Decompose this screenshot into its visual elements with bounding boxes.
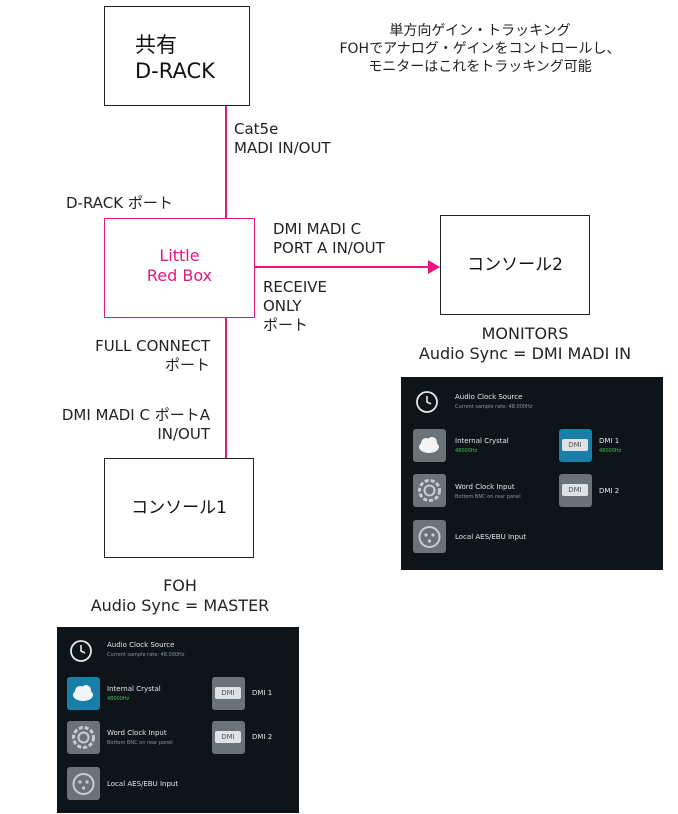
link-drack-to-lrb — [225, 106, 227, 218]
console2-box: コンソール2 — [440, 215, 590, 315]
clock-icon — [416, 391, 438, 413]
word-clock-tile[interactable] — [413, 474, 446, 507]
dmi2-badge: DMI — [215, 731, 241, 743]
console1-box: コンソール1 — [104, 458, 254, 558]
clock-icon — [70, 640, 92, 662]
internal-crystal-label: Internal Crystal — [455, 437, 509, 445]
dmi1-tile[interactable]: DMI — [559, 429, 592, 462]
dmi2-label: DMI 2 — [599, 487, 620, 495]
dmi1-badge: DMI — [215, 687, 241, 699]
dmi1-label: DMI 1 — [599, 437, 620, 445]
little-red-box: Little Red Box — [104, 218, 255, 318]
aes-ebu-tile[interactable] — [413, 520, 446, 553]
aes-ebu-label: Local AES/EBU Input — [455, 533, 527, 541]
word-clock-label: Word Clock Input — [107, 729, 167, 737]
dmi1-badge: DMI — [562, 439, 588, 451]
word-clock-label: Word Clock Input — [455, 483, 515, 491]
receive-only-label: RECEIVE ONLY ポート — [263, 278, 328, 334]
dmi-madi-c-porta-jp-label: DMI MADI C ポートA IN/OUT — [61, 406, 210, 443]
dmi1-label: DMI 1 — [252, 689, 273, 697]
d-rack-box: 共有 D-RACK — [104, 6, 250, 106]
gear-icon — [72, 726, 95, 749]
dmi-madi-c-port-a-label: DMI MADI C PORT A IN/OUT — [273, 220, 385, 257]
internal-crystal-tile[interactable] — [413, 429, 446, 462]
dmi2-tile[interactable]: DMI — [559, 474, 592, 507]
console2-label: コンソール2 — [467, 255, 563, 275]
cloud-icon — [419, 437, 439, 453]
panel-subtitle: Current sample rate: 48.000Hz — [455, 404, 533, 410]
word-clock-sub: Bottom BNC on rear panel — [107, 740, 173, 746]
panel-title: Audio Clock Source — [455, 393, 523, 401]
xlr-icon — [418, 526, 441, 548]
d-rack-label: 共有 D-RACK — [135, 33, 215, 83]
console1-label: コンソール1 — [131, 498, 227, 518]
panel-subtitle: Current sample rate: 48.000Hz — [107, 652, 185, 658]
internal-crystal-label: Internal Crystal — [107, 685, 161, 693]
full-connect-label: FULL CONNECT ポート — [95, 337, 210, 374]
monitors-label: MONITORS Audio Sync = DMI MADI IN — [418, 324, 632, 363]
cloud-icon — [73, 685, 93, 701]
gain-tracking-note: 単方向ゲイン・トラッキング FOHでアナログ・ゲインをコントロールし、 モニター… — [339, 23, 621, 75]
link-lrb-to-console1 — [225, 317, 227, 458]
aes-ebu-label: Local AES/EBU Input — [107, 780, 179, 788]
monitors-clock-panel: Audio Clock Source Current sample rate: … — [401, 377, 663, 570]
xlr-icon — [72, 773, 95, 795]
internal-crystal-rate: 48000Hz — [455, 448, 478, 454]
panel-title: Audio Clock Source — [107, 641, 175, 649]
arrow-head-icon — [428, 260, 440, 274]
dmi1-tile[interactable]: DMI — [212, 677, 245, 710]
little-red-box-label: Little Red Box — [146, 246, 213, 285]
dmi1-rate: 48000Hz — [599, 448, 622, 454]
dmi2-label: DMI 2 — [252, 733, 273, 741]
foh-label: FOH Audio Sync = MASTER — [90, 576, 270, 615]
cat5e-label: Cat5e MADI IN/OUT — [234, 120, 331, 157]
dmi2-badge: DMI — [562, 484, 588, 496]
gear-icon — [418, 479, 441, 502]
word-clock-sub: Bottom BNC on rear panel — [455, 494, 521, 500]
word-clock-tile[interactable] — [67, 721, 100, 754]
aes-ebu-tile[interactable] — [67, 767, 100, 800]
internal-crystal-rate: 48000Hz — [107, 696, 130, 702]
link-lrb-to-console2 — [254, 266, 430, 268]
dmi2-tile[interactable]: DMI — [212, 721, 245, 754]
internal-crystal-tile[interactable] — [67, 677, 100, 710]
foh-clock-panel: Audio Clock Source Current sample rate: … — [57, 627, 299, 813]
d-rack-port-label: D-RACK ポート — [66, 194, 173, 212]
